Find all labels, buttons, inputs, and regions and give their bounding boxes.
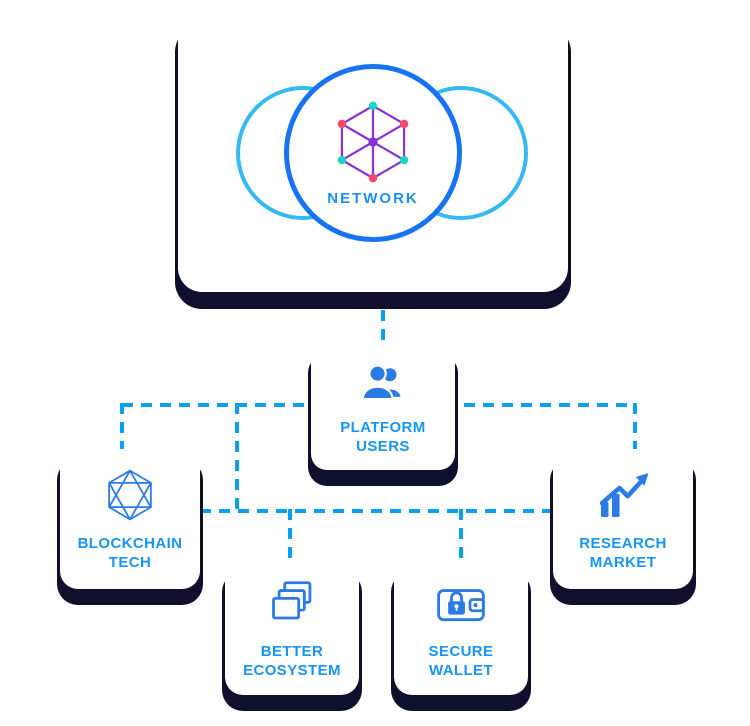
node-platform-users: PLATFORM USERS — [311, 344, 455, 470]
network-label: NETWORK — [327, 189, 419, 207]
node-blockchain-tech: BLOCKCHAIN TECH — [60, 449, 200, 589]
blockchain-hexagon-icon — [108, 469, 152, 521]
connector-mid-link — [235, 403, 239, 513]
connector-lower-horizontal — [200, 509, 553, 513]
node-research-market: RESEARCH MARKET — [553, 449, 693, 589]
node-label: BLOCKCHAIN TECH — [77, 534, 183, 571]
growth-chart-icon — [599, 472, 649, 517]
node-secure-wallet: SECURE WALLET — [394, 561, 528, 695]
connector-down-blockchain — [120, 403, 124, 451]
connector-down-ecosystem — [288, 509, 292, 563]
secure-wallet-icon — [437, 588, 485, 621]
node-label: PLATFORM USERS — [340, 418, 426, 455]
stacked-layers-icon — [272, 581, 312, 620]
connector-network-to-users — [381, 291, 385, 347]
connector-down-research — [633, 403, 637, 451]
node-label: BETTER ECOSYSTEM — [243, 642, 341, 679]
molecule-network-icon — [337, 101, 409, 182]
node-better-ecosystem: BETTER ECOSYSTEM — [225, 561, 359, 695]
network-card: NETWORK — [178, 14, 568, 292]
users-icon — [361, 364, 401, 400]
network-circle: NETWORK — [284, 64, 462, 242]
node-label: SECURE WALLET — [428, 642, 494, 679]
node-label: RESEARCH MARKET — [579, 534, 667, 571]
connector-down-wallet — [459, 509, 463, 563]
